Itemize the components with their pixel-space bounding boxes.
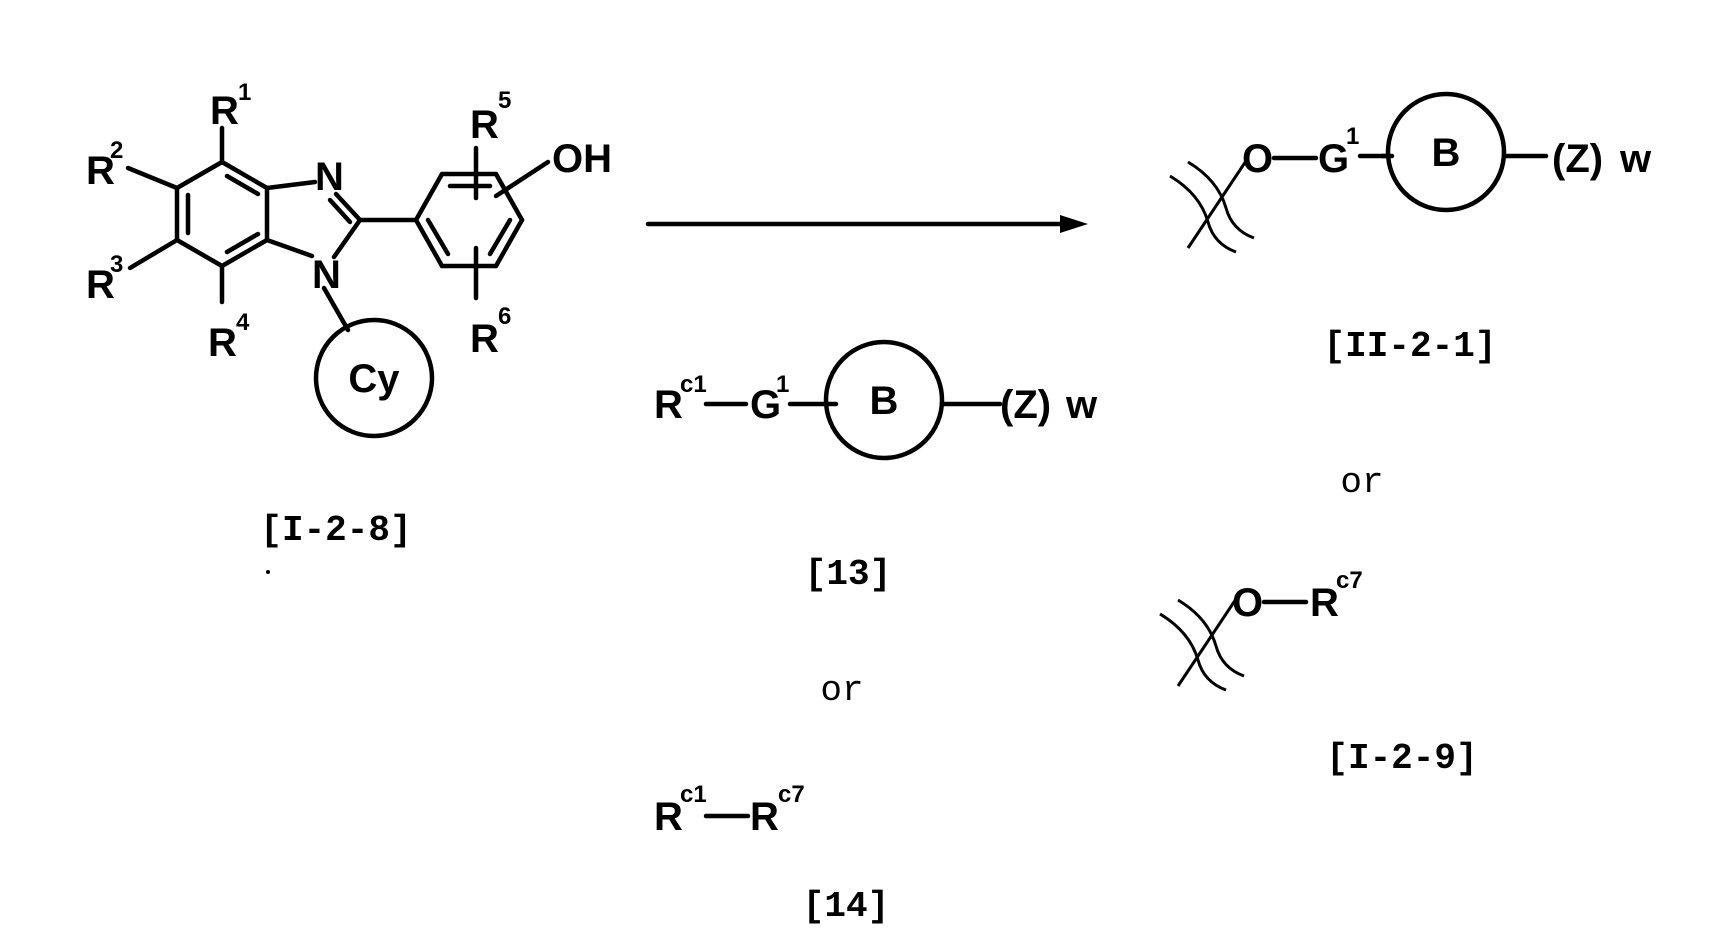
product-I-2-9: O R c7 [I-2-9] (1160, 567, 1478, 779)
r1-superscript: 1 (238, 79, 251, 106)
product-ii-g-superscript: 1 (1346, 123, 1359, 150)
cy-label: Cy (348, 357, 400, 401)
compound-I-2-8: Cy N N R 1 R 2 R 3 R 4 R 5 R 6 OH [I-2-8… (86, 79, 612, 551)
r6-label: R (470, 317, 499, 361)
reaction-arrow (648, 215, 1088, 233)
reagent13-b-label: B (870, 379, 899, 423)
reagent14-r2: R (750, 795, 779, 839)
bond-r3 (130, 240, 177, 268)
product-ii-g: G (1318, 137, 1349, 181)
reagent13-r: R (654, 383, 683, 427)
ref-I-2-9: [I-2-9] (1326, 738, 1477, 779)
reagent14-r2-superscript: c7 (778, 781, 805, 808)
or-middle: or (820, 670, 863, 711)
or-right: or (1340, 462, 1383, 503)
bond-oh (496, 162, 548, 196)
ref-14: [14] (803, 886, 889, 927)
n-top-label: N (315, 155, 344, 199)
reagent13-r-superscript: c1 (680, 371, 707, 398)
reagent-14: R c1 R c7 [14] (654, 781, 889, 927)
product-II-2-1: O G 1 B (Z) w [II-2-1] (1170, 94, 1652, 367)
product-i-o: O (1232, 581, 1263, 625)
product-ii-z: (Z) (1552, 137, 1603, 181)
product-i-r: R (1310, 581, 1339, 625)
r6-superscript: 6 (498, 303, 511, 330)
product-i-r-superscript: c7 (1336, 567, 1363, 594)
r4-superscript: 4 (236, 309, 250, 336)
reagent14-r1-superscript: c1 (680, 781, 707, 808)
r4-label: R (208, 321, 237, 365)
stray-dot (266, 570, 270, 574)
reagent14-r1: R (654, 795, 683, 839)
product-ii-w: w (1619, 137, 1652, 181)
benzene-ring (177, 162, 267, 266)
reagent13-z: (Z) (1000, 383, 1051, 427)
product-ii-o: O (1242, 137, 1273, 181)
oh-label: OH (552, 137, 612, 181)
n-bottom-label: N (312, 253, 341, 297)
ref-II-2-1: [II-2-1] (1324, 326, 1497, 367)
ref-13: [13] (805, 554, 891, 595)
r2-superscript: 2 (110, 137, 123, 164)
ref-I-2-8: [I-2-8] (260, 510, 411, 551)
bond-r2 (128, 168, 177, 188)
reagent-13: R c1 G 1 B (Z) w [13] (654, 342, 1098, 595)
imidazole-ring (267, 182, 360, 257)
r1-label: R (210, 89, 239, 133)
product-ii-b-label: B (1432, 131, 1461, 175)
r5-label: R (470, 103, 499, 147)
reagent13-g-superscript: 1 (776, 371, 789, 398)
r5-superscript: 5 (498, 87, 511, 114)
r3-superscript: 3 (110, 251, 123, 278)
reagent13-w: w (1065, 383, 1098, 427)
